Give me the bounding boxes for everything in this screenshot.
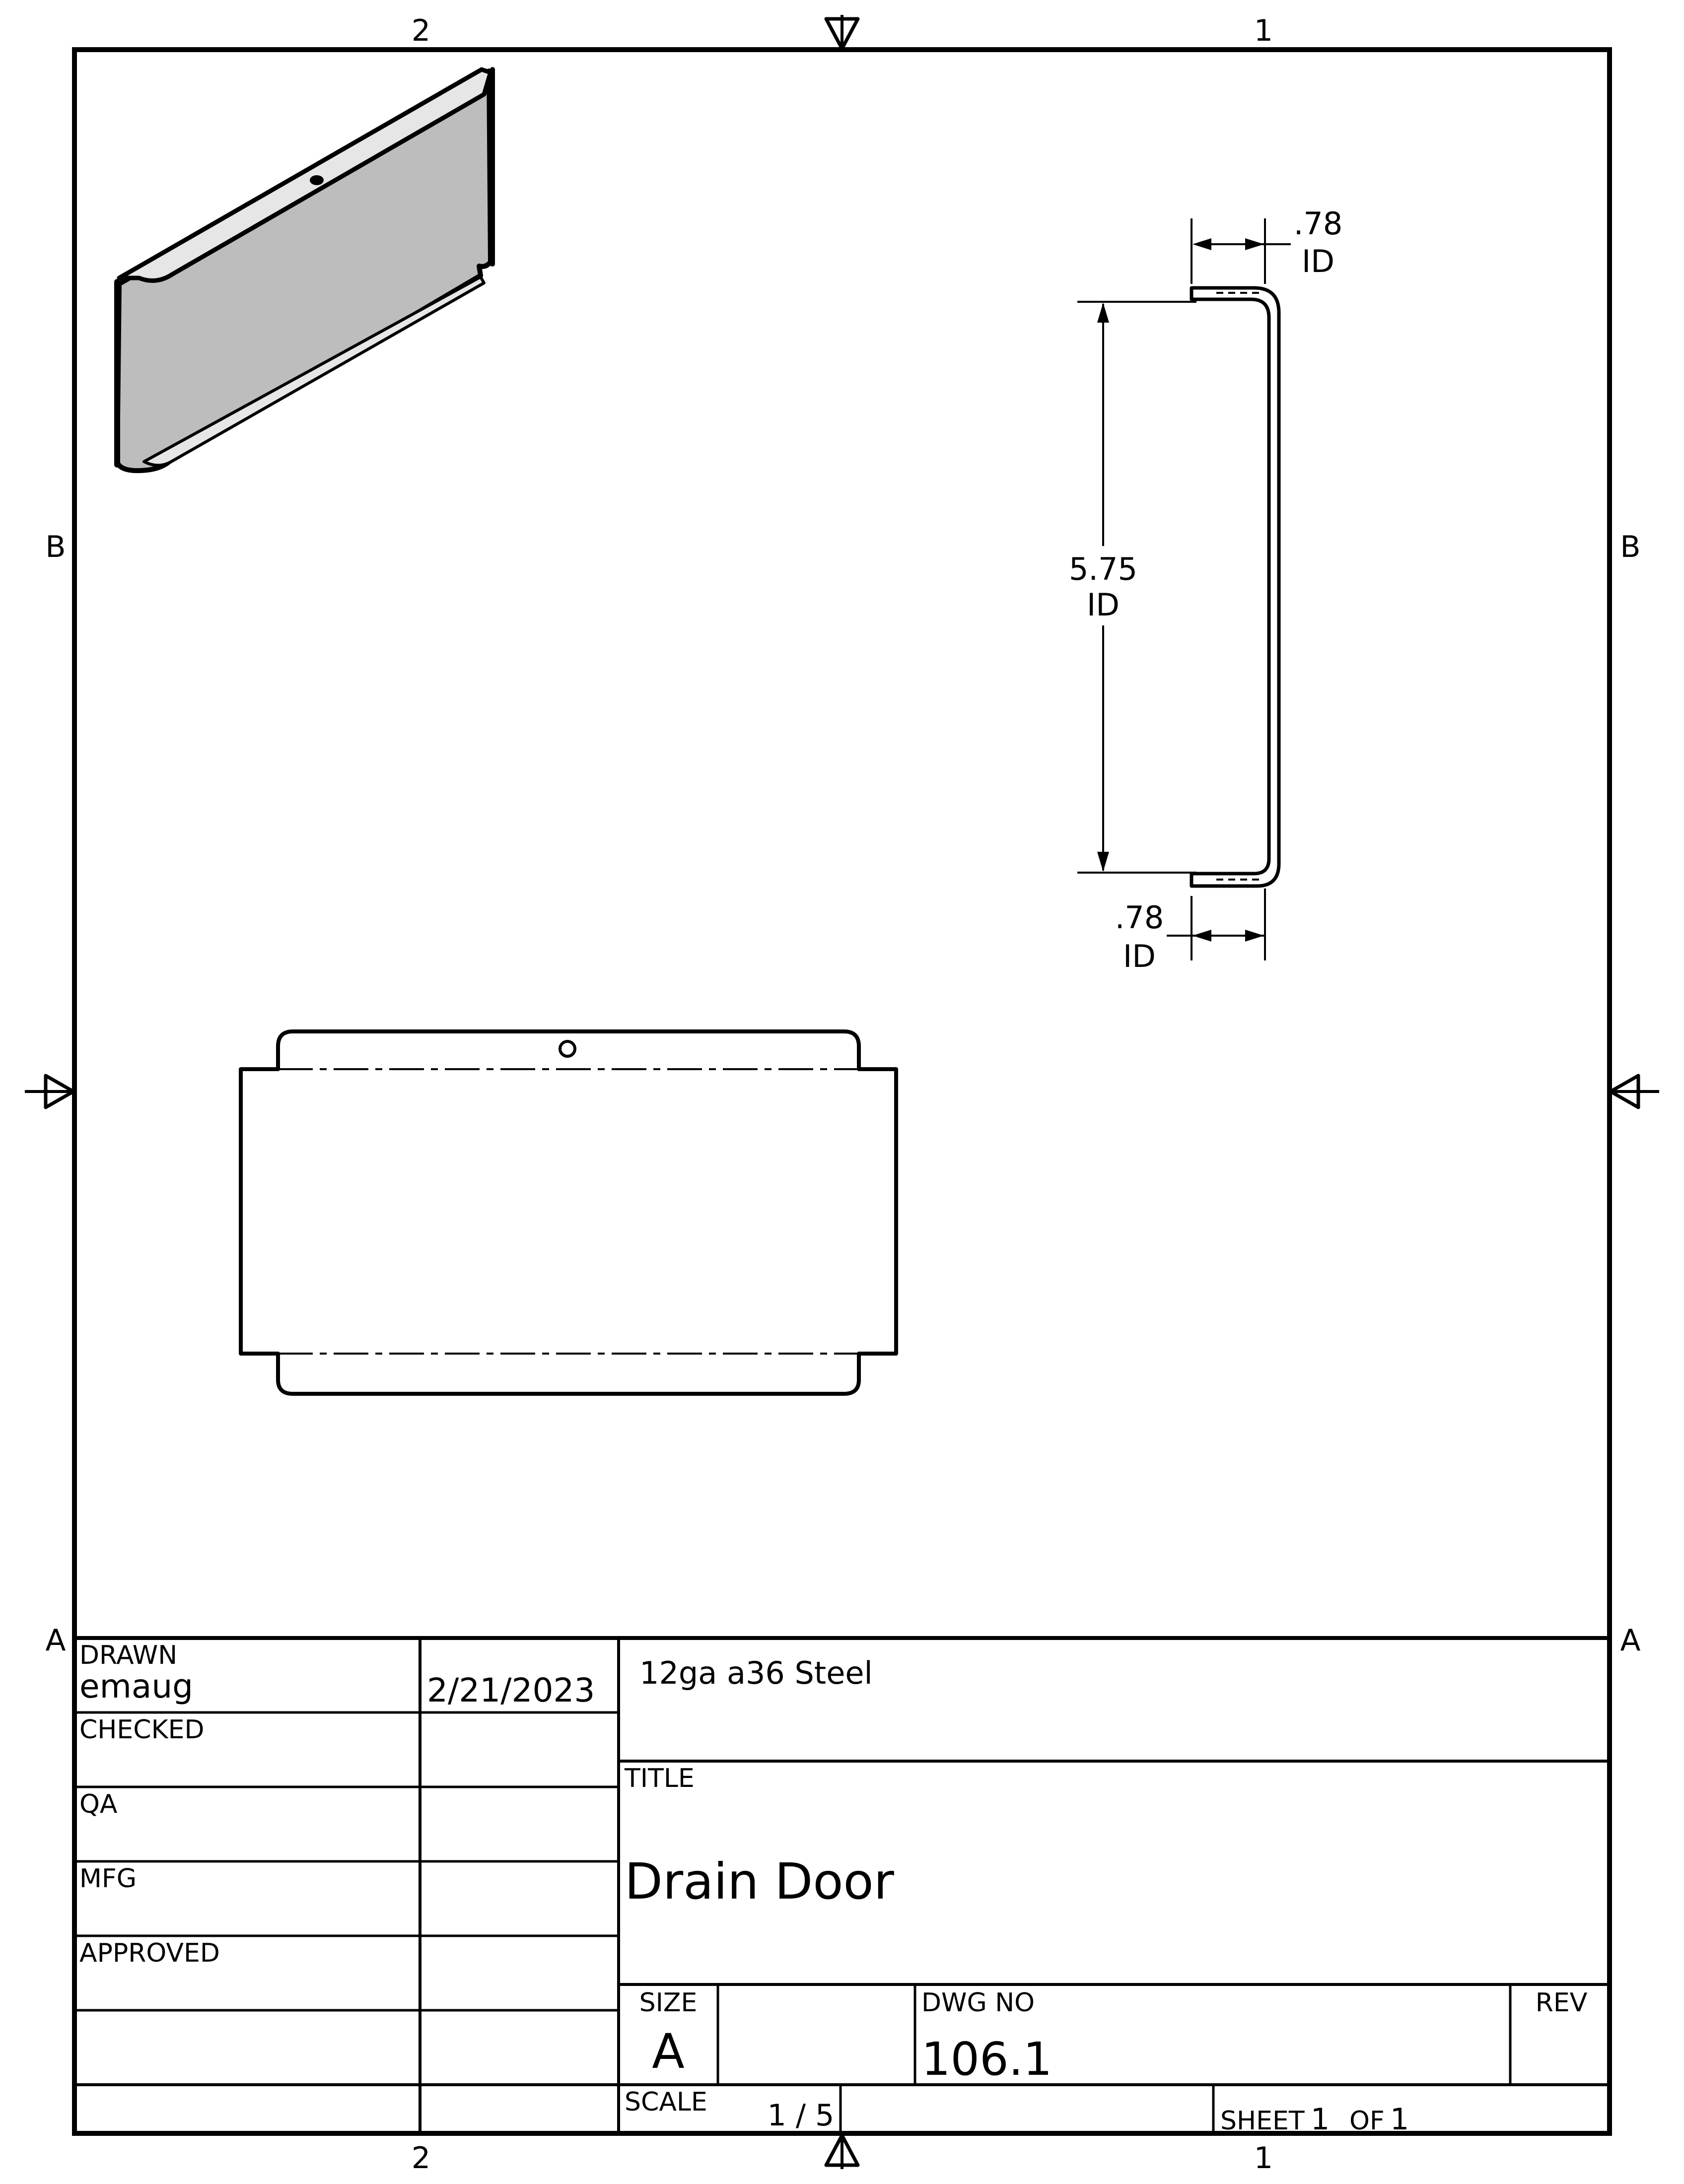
side-view [1077, 218, 1291, 960]
dwg-no-label: DWG NO [921, 1988, 1035, 2018]
dim-arrow [1193, 238, 1211, 250]
checked-label: CHECKED [79, 1715, 205, 1745]
zone-label-top-2: 2 [412, 13, 430, 48]
iso-top-flange [117, 67, 493, 283]
drawn-by: emaug [79, 1667, 193, 1706]
dim-arrow [1193, 930, 1211, 942]
rev-label: REV [1536, 1988, 1588, 2018]
sheet-label: SHEET [1220, 2106, 1305, 2136]
zone-label-right-a: A [1620, 1623, 1640, 1658]
dim-height-value: 5.75 [1069, 551, 1137, 587]
dim-height-qualifier: ID [1087, 587, 1120, 623]
sheet-total: 1 [1390, 2102, 1409, 2137]
dim-bottom-flange-qualifier: ID [1123, 938, 1156, 974]
dim-top-flange-qualifier: ID [1302, 243, 1334, 279]
centering-arrow-top [824, 17, 860, 51]
iso-bottom-flange [142, 275, 486, 467]
drawn-label: DRAWN [79, 1640, 177, 1670]
dim-top-flange-value: .78 [1294, 205, 1343, 242]
centering-arrows [44, 17, 1640, 2167]
material: 12ga a36 Steel [639, 1655, 873, 1691]
dim-arrow [1245, 238, 1264, 250]
dwg-no: 106.1 [921, 2033, 1052, 2086]
zone-label-top-1: 1 [1254, 13, 1273, 48]
title-label: TITLE [624, 1764, 695, 1793]
dim-arrow [1097, 303, 1109, 323]
scale-value: 1 / 5 [768, 2098, 835, 2133]
centering-arrow-right [1609, 1074, 1640, 1109]
size-value: A [652, 2024, 685, 2079]
size-label: SIZE [639, 1988, 698, 2018]
sheet-number: 1 [1311, 2102, 1330, 2137]
centering-arrow-left [44, 1074, 75, 1109]
title-block-grid [74, 1636, 1610, 2133]
zone-label-right-b: B [1620, 530, 1640, 564]
qa-label: QA [79, 1789, 118, 1819]
approved-label: APPROVED [79, 1938, 220, 1968]
dim-arrow [1245, 930, 1264, 942]
side-profile [1190, 286, 1281, 888]
flat-pattern-view [239, 1029, 898, 1396]
zone-label-bottom-2: 2 [412, 2141, 430, 2176]
zone-label-left-a: A [45, 1623, 66, 1658]
dim-bottom-flange-value: .78 [1115, 899, 1164, 936]
zone-label-bottom-1: 1 [1254, 2141, 1273, 2176]
mfg-label: MFG [79, 1864, 137, 1894]
zone-label-left-b: B [45, 530, 66, 564]
drawn-date: 2/21/2023 [427, 1671, 595, 1709]
iso-pin-hole [310, 175, 324, 185]
zone-ticks [25, 15, 1659, 2169]
drawing-title: Drain Door [625, 1852, 895, 1911]
of-label: OF [1349, 2106, 1385, 2136]
centering-arrow-bottom [824, 2133, 860, 2167]
dim-arrow [1097, 852, 1109, 872]
flat-pattern-pin-hole [559, 1040, 576, 1058]
flat-pattern-outline [239, 1029, 898, 1396]
scale-label: SCALE [625, 2087, 707, 2117]
isometric-view [114, 67, 495, 474]
